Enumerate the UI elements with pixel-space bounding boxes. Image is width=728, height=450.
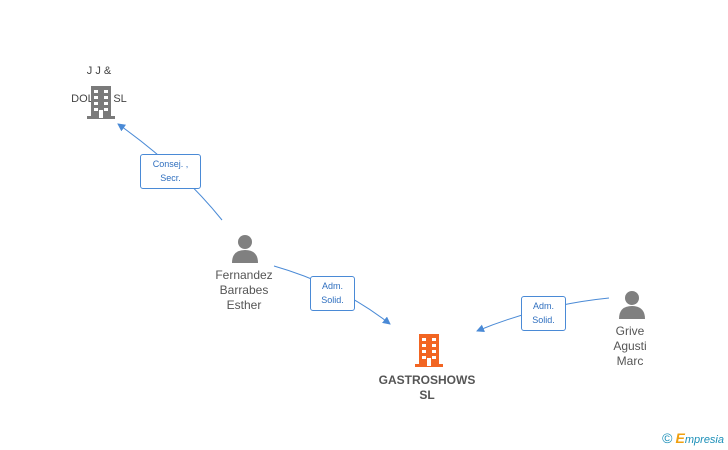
edge-label-adm-solid-grive[interactable]: Adm. Solid.: [521, 296, 566, 331]
person-icon[interactable]: [617, 289, 647, 319]
edge-label-line1: Adm.: [321, 281, 343, 291]
building-icon-main[interactable]: [413, 332, 445, 368]
edge-label-line2: Secr.: [160, 173, 181, 183]
brand-e-mark: E: [675, 430, 685, 446]
node-fernandez-label[interactable]: Fernandez Barrabes Esther: [215, 268, 273, 312]
person-icon[interactable]: [230, 233, 260, 263]
edge-label-line2: Solid.: [532, 315, 555, 325]
copyright-icon: ©: [662, 430, 673, 446]
edge-label-line2: Solid.: [321, 295, 344, 305]
edge-label-line1: Consej. ,: [152, 159, 189, 169]
brand-name: mpresia: [684, 434, 724, 446]
edge-label-adm-solid-fernandez[interactable]: Adm. Solid.: [310, 276, 355, 311]
edge-label-consej-secr[interactable]: Consej. , Secr.: [140, 154, 201, 189]
brand-logo[interactable]: © Empresia: [662, 430, 724, 446]
node-grive-label[interactable]: Grive Agusti Marc: [613, 324, 647, 368]
node-jj-dolme-line1: J J &: [86, 65, 112, 77]
edge-label-line1: Adm.: [532, 301, 554, 311]
node-gastroshows-label[interactable]: GASTROSHOWS SL: [378, 373, 476, 402]
building-icon[interactable]: [85, 84, 117, 120]
